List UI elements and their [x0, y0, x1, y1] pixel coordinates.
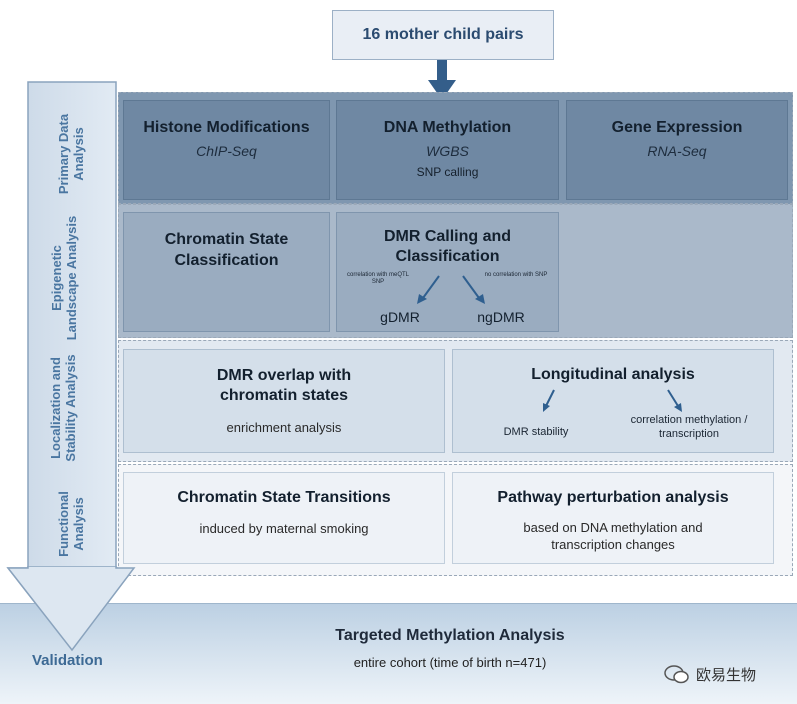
dmr-split-arrows-icon — [417, 275, 485, 304]
dna-method: WGBS — [426, 143, 469, 159]
transitions-sub: induced by maternal smoking — [199, 521, 369, 536]
ngdmr-label: ngDMR — [477, 309, 525, 325]
validation-title: Targeted Methylation Analysis — [335, 627, 565, 644]
gene-expression-box: Gene Expression RNA-Seq — [566, 100, 788, 200]
chromatin-state-box: Chromatin State Classification — [123, 212, 330, 332]
validation-sub: entire cohort (time of birth n=471) — [353, 655, 547, 670]
dmr-overlap-box: DMR overlap with chromatin states enrich… — [123, 349, 445, 453]
gdmr-label: gDMR — [380, 309, 420, 325]
dna-title: DNA Methylation — [383, 119, 512, 136]
longitudinal-arrows-icon — [543, 389, 682, 412]
wechat-icon — [664, 665, 689, 684]
primary-stage-label: Primary Data Analysis — [56, 113, 86, 195]
source-box: 16 mother child pairs — [332, 10, 554, 60]
dmr-stability-label: DMR stability — [503, 426, 569, 438]
watermark: 欧易生物 — [664, 662, 756, 686]
validation-arrowhead-icon — [6, 566, 136, 652]
epigenetic-stage-label: Epigenetic Landscape Analysis — [49, 215, 79, 341]
transitions-title: Chromatin State Transitions — [177, 489, 391, 506]
dmr-title: DMR Calling and Classification — [383, 228, 512, 265]
dmr-calling-box: DMR Calling and Classification — [336, 212, 559, 332]
pathway-sub: based on DNA methylation and transcripti… — [523, 520, 703, 552]
overlap-title: DMR overlap with chromatin states — [216, 367, 352, 404]
dmr-right-note: no correlation with SNP — [484, 272, 548, 278]
dna-methylation-box: DNA Methylation WGBS SNP calling — [336, 100, 559, 200]
validation-band — [0, 603, 797, 704]
pathway-title: Pathway perturbation analysis — [497, 489, 729, 506]
dna-note: SNP calling — [416, 165, 479, 179]
histone-box: Histone Modifications ChIP-Seq — [123, 100, 330, 200]
localization-stage-label: Localization and Stability Analysis — [48, 354, 78, 462]
watermark-text: 欧易生物 — [696, 666, 757, 684]
histone-title: Histone Modifications — [143, 119, 310, 136]
correlation-label: correlation methylation / transcription — [630, 414, 748, 440]
dmr-left-note: correlation with meQTL SNP — [346, 272, 410, 285]
pathway-box: Pathway perturbation analysis based on D… — [452, 472, 774, 564]
overlap-sub: enrichment analysis — [226, 420, 342, 435]
down-arrow-icon — [428, 60, 456, 100]
source-label: 16 mother child pairs — [362, 26, 524, 43]
chromatin-title: Chromatin State Classification — [164, 231, 289, 269]
gene-title: Gene Expression — [611, 119, 743, 136]
validation-label: Validation — [32, 652, 103, 669]
functional-stage-label: Functional Analysis — [56, 491, 86, 557]
chromatin-transitions-box: Chromatin State Transitions induced by m… — [123, 472, 445, 564]
gene-method: RNA-Seq — [647, 143, 707, 159]
longitudinal-title: Longitudinal analysis — [531, 366, 695, 383]
histone-method: ChIP-Seq — [196, 143, 257, 159]
longitudinal-box: Longitudinal analysis — [452, 349, 774, 453]
